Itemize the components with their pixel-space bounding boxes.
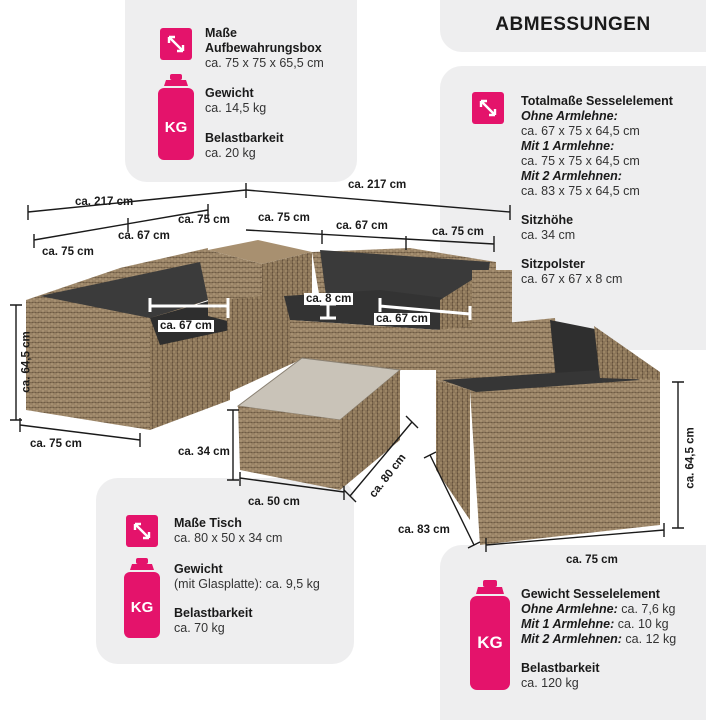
weight-two-arm-label: Mit 2 Armlehnen: xyxy=(521,632,622,646)
dim-label-chair-width: ca. 83 cm xyxy=(398,524,450,536)
box-weight-block: Gewicht ca. 14,5 kg xyxy=(205,86,266,116)
dim-label-height-left: ca. 64,5 cm xyxy=(20,331,33,393)
kg-icon-text: KG xyxy=(131,599,154,616)
element-total-label: Totalmaße Sesselelement xyxy=(521,94,673,108)
element-one-arm-label: Mit 1 Armlehne: xyxy=(521,139,615,153)
dimension-icon xyxy=(472,92,504,129)
title-panel xyxy=(440,0,706,52)
kg-icon-text: KG xyxy=(477,633,503,652)
box-dimension-block: Maße Aufbewahrungsbox ca. 75 x 75 x 65,5… xyxy=(205,26,324,71)
box-weight-label: Gewicht xyxy=(205,86,254,100)
box-dim-label-2: Aufbewahrungsbox xyxy=(205,41,322,55)
dim-label-75-c: ca. 75 cm xyxy=(258,212,310,224)
element-load-value: ca. 120 kg xyxy=(521,676,579,690)
dimension-icon xyxy=(160,28,192,65)
dimension-lines xyxy=(10,183,684,552)
element-no-arm-label: Ohne Armlehne: xyxy=(521,109,618,123)
table-dimension-block: Maße Tisch ca. 80 x 50 x 34 cm xyxy=(174,516,282,546)
dim-label-75-a: ca. 75 cm xyxy=(42,246,94,258)
element-weight-title: Gewicht Sesselelement xyxy=(521,587,660,601)
dim-label-table-width: ca. 50 cm xyxy=(248,496,300,508)
box-load-value: ca. 20 kg xyxy=(205,146,256,160)
dim-label-75-b: ca. 75 cm xyxy=(178,214,230,226)
weight-icon: KG xyxy=(470,580,510,695)
kg-icon-text: KG xyxy=(165,119,188,136)
weight-one-arm-label: Mit 1 Armlehne: xyxy=(521,617,615,631)
weight-two-arm-value: ca. 12 kg xyxy=(625,632,677,646)
element-one-arm-value: ca. 75 x 75 x 64,5 cm xyxy=(521,154,640,168)
box-dim-value: ca. 75 x 75 x 65,5 cm xyxy=(205,56,324,70)
table-load-label: Belastbarkeit xyxy=(174,606,253,620)
armchair xyxy=(436,318,660,545)
dim-label-left-total: ca. 217 cm xyxy=(75,196,134,208)
dimension-icon xyxy=(126,515,158,552)
dim-label-75-d: ca. 75 cm xyxy=(432,226,484,238)
table-load-block: Belastbarkeit ca. 70 kg xyxy=(174,606,253,636)
weight-one-arm-value: ca. 10 kg xyxy=(617,617,669,631)
coffee-table xyxy=(236,357,402,490)
dim-label-table-height: ca. 34 cm xyxy=(178,446,230,458)
weight-no-arm-value: ca. 7,6 kg xyxy=(621,602,676,616)
table-weight-value: (mit Glasplatte): ca. 9,5 kg xyxy=(174,577,320,591)
weight-no-arm-label: Ohne Armlehne: xyxy=(521,602,618,616)
box-load-block: Belastbarkeit ca. 20 kg xyxy=(205,131,284,161)
dim-label-cushion-width: ca. 67 cm xyxy=(374,313,430,325)
cushion-label: Sitzpolster xyxy=(521,257,585,271)
dim-label-cushion-depth: ca. 67 cm xyxy=(158,320,214,332)
dim-label-67-b: ca. 67 cm xyxy=(336,220,388,232)
element-no-arm-value: ca. 67 x 75 x 64,5 cm xyxy=(521,124,640,138)
dim-label-height-right: ca. 64,5 cm xyxy=(684,427,697,489)
element-weight-block: Gewicht Sesselelement Ohne Armlehne: ca.… xyxy=(521,587,676,647)
table-weight-label: Gewicht xyxy=(174,562,223,576)
table-load-value: ca. 70 kg xyxy=(174,621,225,635)
seat-height-value: ca. 34 cm xyxy=(521,228,576,242)
dim-label-depth-left: ca. 75 cm xyxy=(30,438,82,450)
element-load-block: Belastbarkeit ca. 120 kg xyxy=(521,661,600,691)
dim-label-chair-depth: ca. 75 cm xyxy=(566,554,618,566)
box-weight-value: ca. 14,5 kg xyxy=(205,101,267,115)
element-dimension-block: Totalmaße Sesselelement Ohne Armlehne: c… xyxy=(521,94,673,199)
weight-icon: KG xyxy=(158,74,194,165)
element-load-label: Belastbarkeit xyxy=(521,661,600,675)
box-load-label: Belastbarkeit xyxy=(205,131,284,145)
table-weight-block: Gewicht (mit Glasplatte): ca. 9,5 kg xyxy=(174,562,320,592)
seat-height-block: Sitzhöhe ca. 34 cm xyxy=(521,213,575,243)
box-dim-label-1: Maße xyxy=(205,26,237,40)
table-dim-label: Maße Tisch xyxy=(174,516,242,530)
cushion-value: ca. 67 x 67 x 8 cm xyxy=(521,272,623,286)
weight-icon: KG xyxy=(124,558,160,643)
seat-height-label: Sitzhöhe xyxy=(521,213,574,227)
dim-label-67-a: ca. 67 cm xyxy=(118,230,170,242)
element-two-arm-label: Mit 2 Armlehnen: xyxy=(521,169,622,183)
page-title: ABMESSUNGEN xyxy=(495,14,651,35)
table-dim-value: ca. 80 x 50 x 34 cm xyxy=(174,531,283,545)
element-two-arm-value: ca. 83 x 75 x 64,5 cm xyxy=(521,184,640,198)
dim-label-right-total: ca. 217 cm xyxy=(348,179,407,191)
dim-label-cushion-thick: ca. 8 cm xyxy=(304,293,354,305)
cushion-dimension-lines xyxy=(148,298,472,320)
cushion-block: Sitzpolster ca. 67 x 67 x 8 cm xyxy=(521,257,622,287)
